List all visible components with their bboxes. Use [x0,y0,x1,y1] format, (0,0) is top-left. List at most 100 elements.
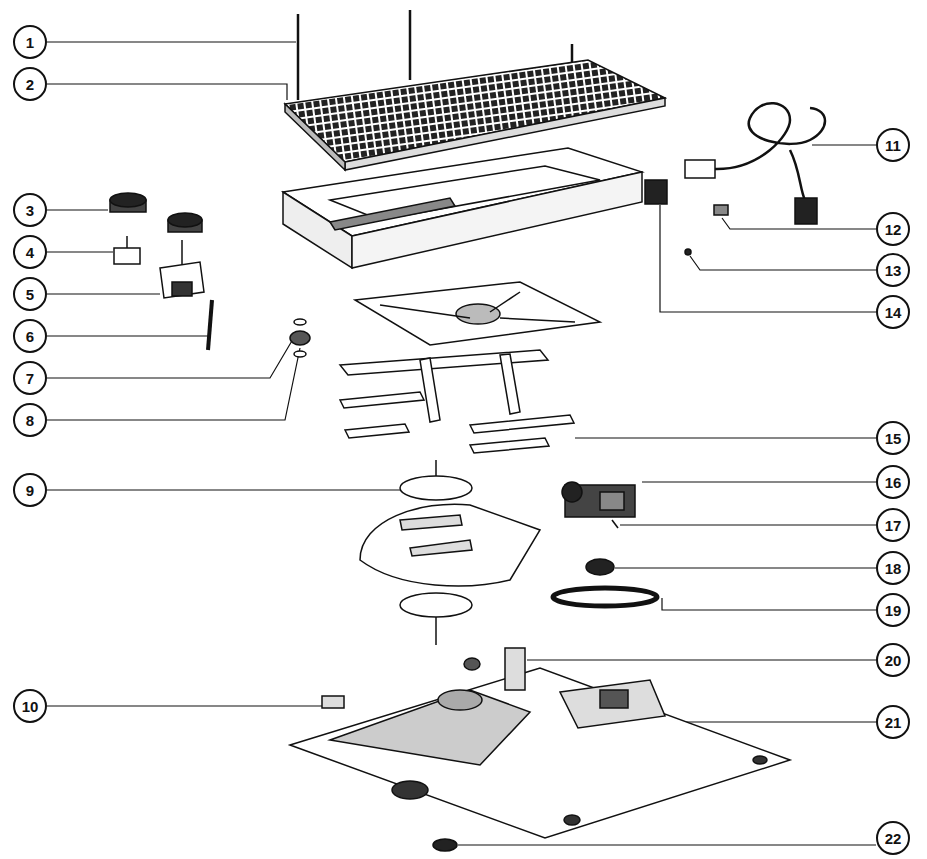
callout-circle: 22 [876,821,910,855]
callout-circle: 21 [876,705,910,739]
weighing-frame-part [490,292,520,312]
callout-number: 3 [26,203,34,218]
turntable-part [410,540,472,556]
leader-lines-part [47,293,160,294]
callout-circle: 5 [13,277,47,311]
leader-lines-part [47,251,113,252]
callout-circle: 3 [13,193,47,227]
base-part [290,668,790,838]
weighing-frame-part [470,415,574,433]
knobs-part [126,236,128,248]
leader-lines [47,42,876,845]
housing-part [330,166,600,220]
callout-circle: 1 [13,25,47,59]
callout-circle: 15 [876,421,910,455]
base-part [438,690,482,710]
power-cord-part [645,180,667,204]
knobs-part [110,193,146,207]
callout-circle: 9 [13,473,47,507]
weighing-frame-part [500,318,575,322]
callout-number: 20 [885,653,902,668]
turntable-part [400,515,462,530]
callout-number: 8 [26,413,34,428]
grid-plate-part [285,104,345,170]
knobs [110,193,212,350]
leader-lines-part [660,205,876,312]
knobs-part [181,240,183,266]
motor-part [586,559,614,575]
leader-lines-part [47,478,436,490]
callout-number: 6 [26,329,34,344]
motor-part [553,588,657,606]
leader-lines-part [47,334,296,378]
callout-circle: 11 [876,128,910,162]
callout-number: 16 [885,475,902,490]
base-part [322,696,344,708]
callout-circle: 6 [13,319,47,353]
power-cord-part [685,249,691,255]
housing-part [330,198,455,230]
turntable-part [435,617,437,645]
weighing-frame [340,282,600,453]
motor-part [612,520,618,528]
knobs-part [160,262,204,298]
base-part [564,815,580,825]
weighing-frame-part [340,392,424,408]
callout-circle: 19 [876,593,910,627]
callout-number: 12 [885,222,902,237]
callout-number: 10 [22,699,39,714]
turntable-part [400,593,472,617]
callout-number: 9 [26,483,34,498]
callout-number: 14 [885,305,902,320]
leader-lines-part [47,348,300,420]
callout-circle: 20 [876,643,910,677]
base-part [464,658,480,670]
callout-circle: 17 [876,508,910,542]
callout-circle: 8 [13,403,47,437]
housing [283,148,642,268]
screws-part [297,14,300,100]
weighing-frame-part [500,354,520,414]
base-part [753,756,767,764]
callout-number: 5 [26,287,34,302]
motor-part [562,482,582,502]
weighing-frame-part [380,305,470,318]
leader-lines-part [642,481,876,482]
nut-and-ring [290,319,310,357]
turntable-part [360,504,540,586]
turntable [360,460,540,645]
screws-part [409,10,412,80]
leader-lines-part [620,524,876,525]
leader-lines-part [662,598,876,610]
power-cord-part [790,150,805,200]
knobs-part [172,282,192,296]
leader-lines-part [527,659,876,660]
nut-and-ring-part [294,319,306,325]
callout-circle: 13 [876,253,910,287]
weighing-frame-part [340,350,548,375]
leader-lines-part [47,84,287,100]
leader-lines-part [458,844,876,845]
callout-circle: 2 [13,67,47,101]
leader-lines-part [690,256,876,270]
base-part [505,648,525,690]
leader-lines-part [47,209,108,210]
weighing-frame-part [470,438,549,453]
weighing-frame-part [456,304,500,324]
leader-lines-part [47,335,210,336]
leader-lines-part [615,567,876,568]
callout-circle: 4 [13,235,47,269]
callout-circle: 16 [876,465,910,499]
callout-number: 21 [885,715,902,730]
callout-number: 19 [885,603,902,618]
callout-circle: 12 [876,212,910,246]
knobs-part [208,300,212,350]
base-part [392,781,428,799]
callout-circle: 10 [13,689,47,723]
callout-number: 2 [26,77,34,92]
power-cord-part [795,198,817,224]
callout-number: 15 [885,431,902,446]
motor-part [600,492,624,510]
